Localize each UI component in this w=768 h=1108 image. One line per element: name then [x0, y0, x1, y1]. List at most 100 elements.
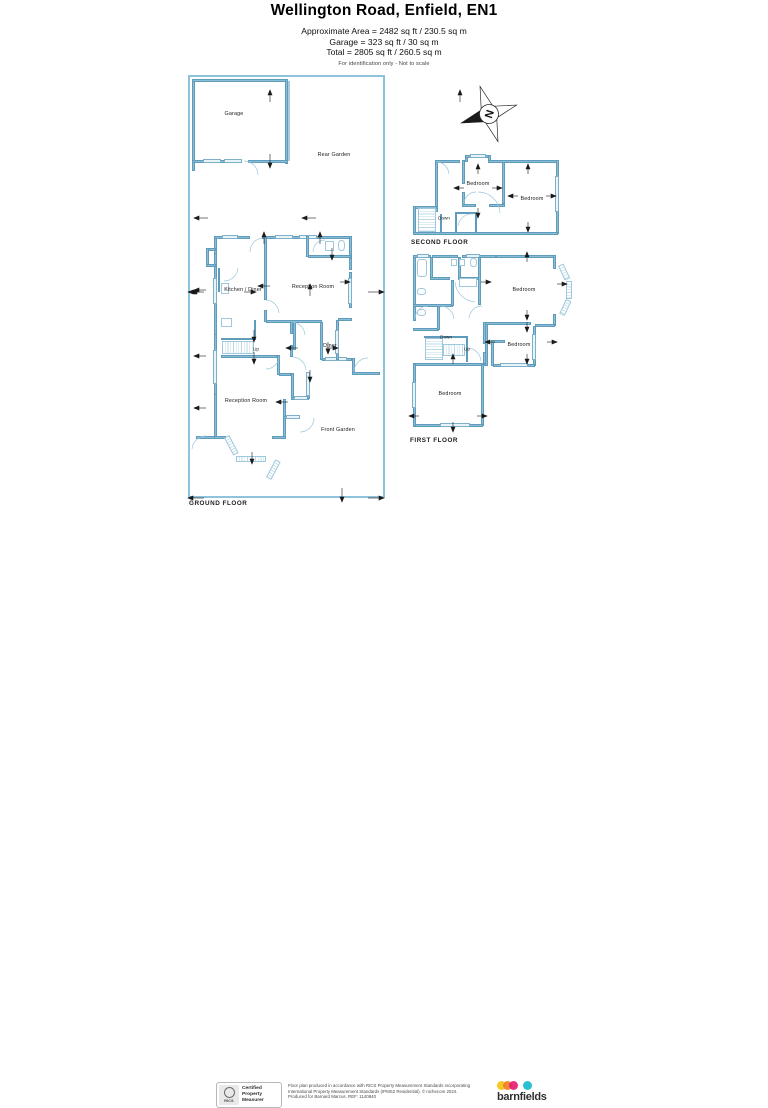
- compass-rose: N: [458, 83, 520, 145]
- gf-door-right: [353, 357, 369, 373]
- floor-label-first: FIRST FLOOR: [410, 437, 459, 444]
- first-staircase-down: [425, 338, 443, 360]
- rics-mark-text: RICS: [224, 1099, 234, 1103]
- ff-window-top-2: [466, 254, 480, 258]
- room-label-ff-bedroom-2: Bedroom: [507, 342, 531, 348]
- gf-partition-2: [264, 310, 267, 322]
- stair-label-first-down: Down: [440, 334, 452, 340]
- sf-door-3: [477, 191, 501, 214]
- sf-door-4: [457, 213, 474, 227]
- ff-door-2: [440, 305, 455, 320]
- area-summary: Approximate Area = 2482 sq ft / 230.5 sq…: [0, 26, 768, 58]
- stair-label-second-down: Down: [438, 215, 450, 221]
- ff-window-right-1: [532, 334, 536, 360]
- room-label-ff-bedroom-3: Bedroom: [438, 391, 462, 397]
- gf-window-top-2: [275, 235, 293, 239]
- ff-fixture-basin-2: [417, 288, 426, 295]
- ff-wall-right-3: [535, 324, 555, 327]
- ff-fixture-shower: [459, 278, 477, 287]
- second-staircase: [418, 208, 436, 232]
- gf-wall-bay-bottom: [206, 264, 216, 267]
- sf-door-1: [436, 161, 450, 175]
- gf-partition-4: [290, 322, 293, 334]
- ff-bath-wall-7: [451, 280, 454, 306]
- gf-window-right-1: [348, 278, 352, 304]
- rics-words: Certified Property Measurer: [242, 1086, 264, 1104]
- legal-line-1: Floor plan produced in accordance with R…: [288, 1083, 471, 1088]
- ff-wall-mid-5: [483, 322, 486, 344]
- second-floor-dimensions: [453, 163, 557, 233]
- gf-window-hall: [306, 372, 310, 396]
- gf-wall-right-upper: [349, 236, 352, 258]
- gf-door-2: [312, 239, 326, 253]
- sf-wall-bottom: [413, 232, 558, 235]
- legal-disclaimer: Floor plan produced in accordance with R…: [288, 1083, 488, 1100]
- ff-fixture-basin-3: [417, 309, 426, 316]
- ground-room-dimensions: [193, 231, 351, 465]
- gf-door-7: [292, 356, 307, 371]
- brand-circle-cyan-icon: [523, 1081, 532, 1090]
- sf-window-right: [555, 176, 559, 212]
- first-staircase-up: [443, 344, 465, 356]
- gf-wall-right-3: [338, 318, 352, 321]
- ground-staircase: [222, 341, 254, 354]
- ff-window-top-1: [417, 254, 429, 258]
- sf-partition-4: [502, 162, 505, 204]
- ff-bath-wall-2: [430, 277, 450, 280]
- stair-label-first-up: Up: [464, 346, 470, 352]
- floor-label-second: SECOND FLOOR: [411, 239, 469, 246]
- ff-bath-wall-5: [478, 257, 481, 305]
- header: Wellington Road, Enfield, EN1 Approximat…: [0, 0, 768, 67]
- room-label-kitchen-diner: Kitchen / Diner: [224, 287, 262, 293]
- rics-certified-badge: RICS Certified Property Measurer: [216, 1082, 282, 1108]
- room-label-front-garden: Front Garden: [321, 427, 355, 433]
- ff-fixture-basin-1: [470, 258, 477, 267]
- room-label-sf-bedroom-1: Bedroom: [466, 181, 490, 187]
- ff-wall-mid-2: [491, 340, 505, 343]
- garage-wall-right: [285, 79, 288, 164]
- ff-stair-wall-right: [466, 336, 468, 362]
- gf-partition-7: [279, 373, 291, 376]
- room-label-sf-bedroom-2: Bedroom: [520, 196, 544, 202]
- rics-word-3: Measurer: [242, 1097, 264, 1103]
- sf-partition-6: [440, 214, 442, 232]
- gf-window-right-2: [335, 330, 339, 354]
- gf-wall-wc-bottom: [308, 255, 351, 258]
- brand-circles-icon: [497, 1080, 597, 1091]
- legal-line-3: Produced for Barnard Marcus. REF: 114084…: [288, 1094, 377, 1100]
- sf-partition-1: [462, 160, 465, 184]
- garden-boundary-bottom: [188, 496, 385, 498]
- gf-door-8: [191, 435, 207, 450]
- footer: RICS Certified Property Measurer Floor p…: [0, 536, 768, 1108]
- compass-north-letter: N: [483, 109, 497, 120]
- garage-window-2: [224, 159, 242, 163]
- ff-fixture-wc-1: [451, 259, 457, 266]
- sf-wall-top-left: [435, 160, 460, 163]
- ff-door-1: [454, 281, 476, 303]
- gf-window-left-2: [213, 350, 217, 384]
- ff-window-bottom-1: [500, 363, 528, 367]
- garage-wall-top: [192, 79, 287, 82]
- ff-window-bottom-2: [440, 423, 470, 427]
- gf-door-1: [249, 237, 263, 253]
- gf-wall-wc-left: [306, 236, 309, 257]
- disclaimer-text: For identification only - Not to scale: [338, 60, 430, 67]
- ff-window-left-1: [412, 382, 416, 408]
- kitchen-unit-left: [218, 268, 220, 292]
- rics-logo-icon: RICS: [219, 1085, 239, 1105]
- gf-door-6: [265, 356, 280, 370]
- gf-window-left-1: [213, 278, 217, 304]
- ff-wall-right-1: [553, 255, 556, 269]
- garage-side-detail: [288, 81, 290, 161]
- rics-dot-icon: [223, 1087, 235, 1098]
- ff-bay-window-mid: [566, 281, 572, 299]
- ground-dimension-arrows: [187, 89, 463, 503]
- sf-door-2: [463, 191, 477, 205]
- area-line-approx: Approximate Area = 2482 sq ft / 230.5 sq…: [301, 26, 467, 36]
- gf-door-5: [291, 321, 306, 336]
- brand-logo: barnfields: [497, 1080, 597, 1103]
- gf-window-porch: [286, 415, 300, 419]
- gf-partition-6: [277, 355, 280, 375]
- room-label-garage: Garage: [224, 111, 244, 117]
